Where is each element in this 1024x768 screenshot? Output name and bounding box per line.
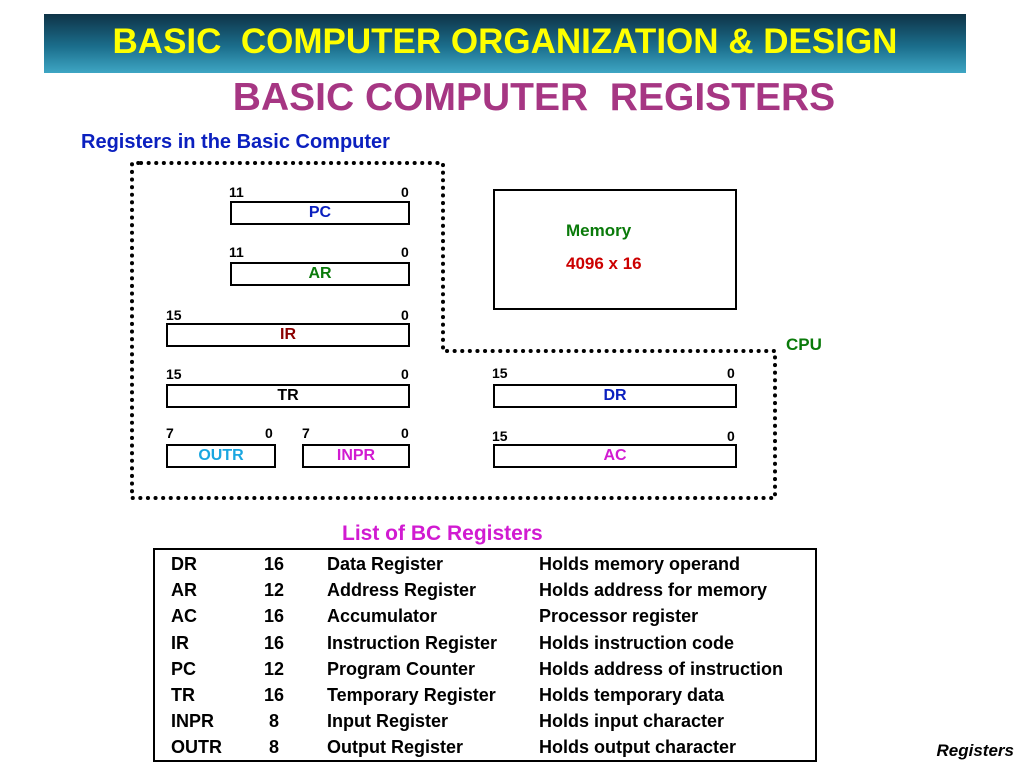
table-cell-function: Processor register [539,606,699,627]
table-cell-function: Holds instruction code [539,632,735,653]
register-pc: PC [230,201,410,225]
table-cell-name: Temporary Register [327,685,496,705]
table-cell-function: Holds output character [539,737,737,758]
table-cell-code: INPR [171,711,215,732]
table-row: INPR 8 Input Register Holds input character [155,708,815,734]
pc-bit-low: 0 [401,184,409,200]
ir-bit-low: 0 [401,307,409,323]
table-row: TR 16 Temporary Register Holds temporary da… [155,682,815,708]
register-ir: IR [166,323,410,347]
ac-bit-high: 15 [492,428,508,444]
table-row: IR 16 Instruction Register Holds instructio… [155,630,815,656]
register-outr: OUTR [166,444,276,468]
pc-bit-high: 11 [229,184,244,200]
table-cell-bits: 12 [263,658,285,679]
memory-box [493,189,737,310]
register-inpr: INPR [302,444,410,468]
table-cell-code: DR [171,554,197,574]
inpr-bit-high: 7 [302,425,310,441]
outr-bit-high: 7 [166,425,174,441]
table-cell-bits: 16 [263,632,285,653]
table-row: AR 12 Address Register Holds address for me… [155,577,815,603]
table-cell-bits: 16 [263,606,285,627]
tr-bit-high: 15 [166,366,182,382]
list-title: List of BC Registers [342,522,543,545]
table-cell-code: OUTR [171,737,222,758]
table-cell-function: Holds temporary data [539,685,725,705]
header-title: BASIC COMPUTER ORGANIZATION & DESIGN [112,22,898,61]
dr-bit-low: 0 [727,365,735,381]
diagram-heading: Registers in the Basic Computer [81,131,390,153]
memory-label: Memory [566,221,632,240]
table-cell-bits: 12 [263,580,285,601]
tr-bit-low: 0 [401,366,409,382]
table-cell-function: Holds address of instruction [539,658,784,679]
register-ac: AC [493,444,737,468]
table-cell-name: Program Counter [327,658,476,679]
table-cell-code: TR [171,685,195,705]
table-cell-function: Holds input character [539,711,725,732]
table-cell-name: Address Register [327,580,477,601]
footer-label: Registers [936,741,1014,760]
table-row: OUTR 8 Output Register Holds output charact… [155,734,815,760]
table-cell-code: AC [171,606,197,627]
table-cell-bits: 16 [263,554,285,574]
cpu-label: CPU [786,335,822,354]
table-row: AC 16 Accumulator Processor register [155,603,815,629]
page-subtitle: BASIC COMPUTER REGISTERS [232,76,836,119]
table-cell-code: AR [171,580,197,601]
register-tr: TR [166,384,410,408]
table-row: PC 12 Program Counter Holds address of inst… [155,656,815,682]
table-cell-name: Accumulator [327,606,438,627]
table-cell-name: Output Register [327,737,464,758]
ar-bit-high: 11 [229,244,244,260]
ac-bit-low: 0 [727,428,735,444]
table-cell-bits: 8 [268,737,279,758]
table-cell-name: Input Register [327,711,449,732]
header-bar [44,14,966,73]
memory-size: 4096 x 16 [566,254,642,273]
register-dr: DR [493,384,737,408]
table-cell-name: Instruction Register [327,632,498,653]
register-ar: AR [230,262,410,286]
table-cell-function: Holds address for memory [539,580,768,601]
table-cell-code: PC [171,658,197,679]
table-row: DR 16 Data Register Holds memory operand [155,551,815,577]
outr-bit-low: 0 [265,425,273,441]
dr-bit-high: 15 [492,365,508,381]
table-cell-function: Holds memory operand [539,554,741,574]
table-cell-bits: 8 [268,711,279,732]
table-cell-bits: 16 [263,685,285,705]
table-cell-code: IR [171,632,189,653]
ir-bit-high: 15 [166,307,182,323]
inpr-bit-low: 0 [401,425,409,441]
table-cell-name: Data Register [327,554,444,574]
ar-bit-low: 0 [401,244,409,260]
